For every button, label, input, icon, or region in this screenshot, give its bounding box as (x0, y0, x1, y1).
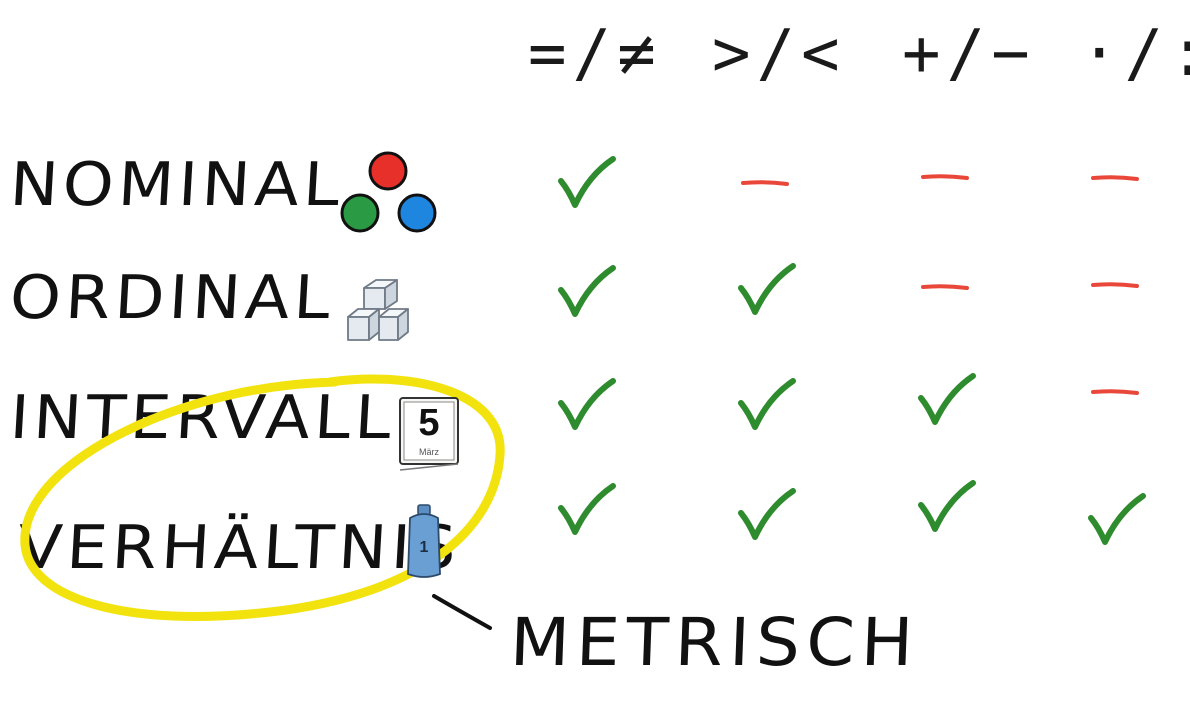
check-mark-nominal-equality (558, 156, 616, 208)
column-header-addition: +/− (902, 17, 1036, 91)
stacked-cubes-icon (347, 279, 409, 341)
check-mark-ordinal-equality (558, 265, 616, 317)
weight-icon (407, 504, 441, 578)
calendar-number: 5 (418, 402, 440, 444)
colored-balls-icon (340, 151, 437, 233)
calendar-month: März (419, 447, 439, 457)
dash-mark-nominal-addition (921, 174, 969, 180)
column-header-multiplication: ·/: (1080, 17, 1190, 91)
check-mark-verhältnis-multiplication (1088, 493, 1146, 545)
dash-mark-nominal-multiplication (1091, 175, 1139, 181)
dash-mark-intervall-multiplication (1091, 389, 1139, 395)
check-mark-intervall-addition (918, 373, 976, 425)
check-mark-ordinal-order (738, 263, 796, 315)
check-mark-verhältnis-equality (558, 483, 616, 535)
check-mark-intervall-order (738, 378, 796, 430)
check-mark-verhältnis-order (738, 488, 796, 540)
column-header-order: >/< (712, 17, 846, 91)
dash-mark-nominal-order (741, 180, 789, 186)
check-mark-intervall-equality (558, 378, 616, 430)
highlight-ellipse (20, 374, 505, 621)
dash-mark-ordinal-multiplication (1091, 282, 1139, 288)
check-mark-verhältnis-addition (918, 480, 976, 532)
calendar-icon (399, 397, 459, 471)
weight-number: 1 (419, 539, 429, 556)
dash-mark-ordinal-addition (921, 284, 969, 290)
column-header-equality: =/≠ (528, 17, 662, 91)
annotation-leader-line (432, 594, 492, 630)
